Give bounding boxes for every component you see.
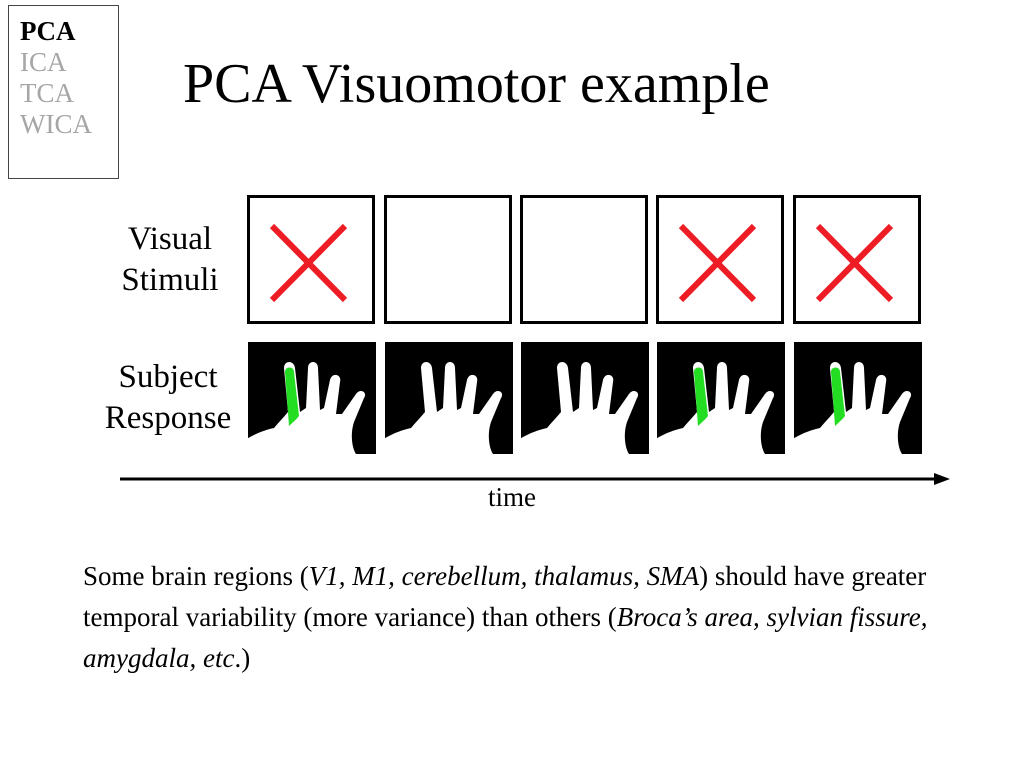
finger-highlight bbox=[285, 367, 299, 426]
x-mark-icon bbox=[269, 223, 348, 303]
high-variance-regions: V1, M1, cerebellum, thalamus, SMA bbox=[308, 561, 700, 591]
time-arrow bbox=[120, 473, 950, 485]
subject-response-label-line2: Response bbox=[104, 400, 232, 436]
subject-response-label: Subject Response bbox=[88, 357, 248, 439]
stimulus-frame-4 bbox=[656, 195, 784, 324]
nav-item-pca[interactable]: PCA bbox=[20, 16, 76, 46]
response-frame-2 bbox=[385, 342, 513, 454]
visual-stimuli-label-line1: Visual bbox=[127, 221, 213, 257]
stimulus-frame-1 bbox=[247, 195, 375, 324]
explanation-part-1: Some brain regions ( bbox=[83, 561, 309, 591]
response-frame-1 bbox=[248, 342, 376, 454]
subject-response-label-line1: Subject bbox=[118, 359, 218, 395]
finger-highlight bbox=[831, 367, 845, 426]
stimulus-frame-5 bbox=[793, 195, 921, 324]
explanation-text: Some brain regions (V1, M1, cerebellum, … bbox=[83, 556, 963, 679]
stimulus-frame-2 bbox=[384, 195, 512, 324]
response-frame-5 bbox=[794, 342, 922, 454]
visual-stimuli-label: Visual Stimuli bbox=[100, 219, 240, 301]
explanation-part-2: ) should have greater temporal variabili… bbox=[83, 561, 927, 632]
topic-nav-box: PCA ICA TCA WICA bbox=[8, 5, 119, 179]
hand-icon bbox=[248, 362, 365, 454]
hand-icon bbox=[657, 362, 774, 454]
x-mark-icon bbox=[815, 223, 894, 303]
visual-stimuli-label-line2: Stimuli bbox=[121, 262, 219, 298]
nav-item-wica[interactable]: WICA bbox=[20, 109, 92, 139]
low-variance-regions: Broca’s area, sylvian fissure, amygdala,… bbox=[83, 602, 928, 673]
time-axis-label: time bbox=[488, 482, 536, 512]
hand-icon bbox=[521, 362, 638, 454]
hand-icon bbox=[794, 362, 911, 454]
x-mark-icon bbox=[678, 223, 757, 303]
nav-item-ica[interactable]: ICA bbox=[20, 47, 67, 77]
slide-title: PCA Visuomotor example bbox=[183, 53, 770, 115]
finger-highlight bbox=[694, 367, 708, 426]
response-frame-3 bbox=[521, 342, 649, 454]
explanation-part-3: .) bbox=[234, 643, 251, 673]
hand-icon bbox=[385, 362, 502, 454]
stimulus-frame-3 bbox=[520, 195, 648, 324]
nav-item-tca[interactable]: TCA bbox=[20, 78, 74, 108]
response-frame-4 bbox=[657, 342, 785, 454]
